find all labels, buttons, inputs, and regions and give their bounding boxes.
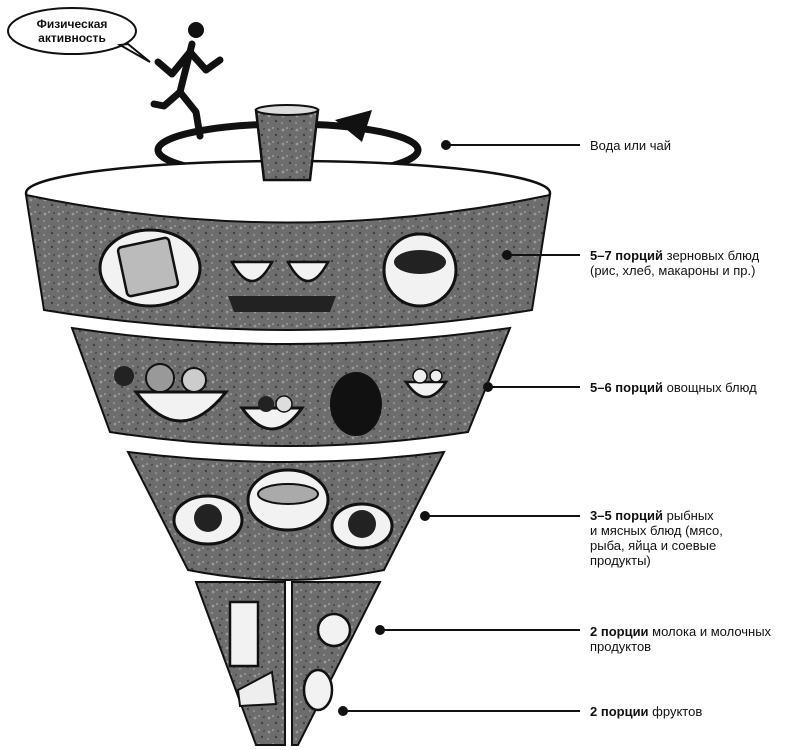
bread-plate-icon bbox=[100, 230, 200, 306]
running-person-icon bbox=[154, 22, 220, 136]
bubble-line-2: активность bbox=[38, 31, 106, 45]
label-dairy-bold: 2 порции bbox=[590, 624, 649, 639]
milk-glass-icon bbox=[230, 602, 258, 666]
label-meat-line2: и мясных блюд (мясо, bbox=[590, 523, 723, 538]
egg-plate-icon bbox=[332, 504, 392, 548]
label-grains-bold: 5–7 порций bbox=[590, 248, 663, 263]
label-meat-rest: рыбных bbox=[663, 508, 714, 523]
tier-dairy-fruit bbox=[196, 582, 380, 745]
tier-vegetables bbox=[72, 328, 510, 446]
meat-plate-icon bbox=[174, 496, 242, 544]
label-fruit: 2 порции фруктов bbox=[590, 704, 702, 719]
dark-vegetable-icon bbox=[330, 372, 382, 436]
label-vegetables-rest: овощных блюд bbox=[663, 380, 757, 395]
label-meat-line3: рыба, яйца и соевые bbox=[590, 538, 716, 553]
label-dairy-rest: молока и молочных bbox=[649, 624, 772, 639]
noodle-bowl-icon bbox=[384, 234, 456, 306]
fish-plate-icon bbox=[248, 470, 328, 530]
label-dairy: 2 порции молока и молочных продуктов bbox=[590, 624, 771, 654]
label-dairy-line2: продуктов bbox=[590, 639, 651, 654]
label-meat-bold: 3–5 порций bbox=[590, 508, 663, 523]
label-fruit-bold: 2 порции bbox=[590, 704, 649, 719]
apple-icon bbox=[318, 614, 350, 646]
label-meat-line4: продукты) bbox=[590, 553, 651, 568]
label-fruit-rest: фруктов bbox=[649, 704, 703, 719]
pear-icon bbox=[304, 670, 332, 710]
label-water: Вода или чай bbox=[590, 138, 671, 153]
glass-icon bbox=[256, 105, 318, 180]
label-grains-rest: зерновых блюд bbox=[663, 248, 759, 263]
label-water-text: Вода или чай bbox=[590, 138, 671, 153]
bubble-line-1: Физическая bbox=[37, 17, 108, 31]
label-meat: 3–5 порций рыбных и мясных блюд (мясо, р… bbox=[590, 508, 723, 568]
label-vegetables-bold: 5–6 порций bbox=[590, 380, 663, 395]
tier-meat-fish bbox=[128, 452, 444, 580]
label-grains: 5–7 порций зерновых блюд (рис, хлеб, мак… bbox=[590, 248, 759, 278]
label-grains-line2: (рис, хлеб, макароны и пр.) bbox=[590, 263, 755, 278]
label-vegetables: 5–6 порций овощных блюд bbox=[590, 380, 757, 395]
